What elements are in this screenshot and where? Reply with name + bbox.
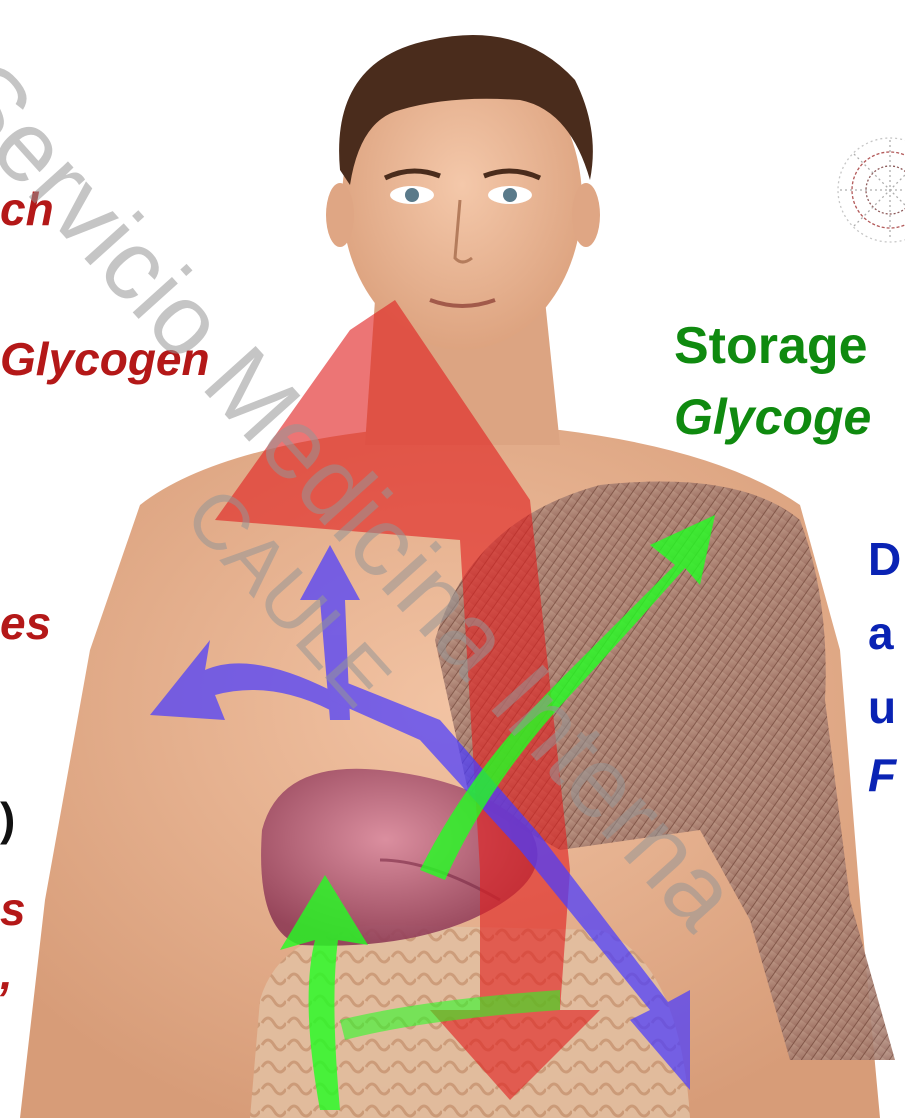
label-left-5: s [0,886,26,932]
label-d: D [868,536,901,582]
label-glycogen-right: Glycoge [674,392,871,442]
label-left-3: es [0,600,51,646]
label-f: F [868,752,896,798]
glycogen-molecule-icon [838,138,905,242]
label-left-4: ) [0,796,15,842]
label-storage: Storage [674,320,868,372]
label-u: u [868,684,896,730]
head [326,35,600,350]
label-a: a [868,610,894,656]
label-left-6: , [0,950,13,996]
